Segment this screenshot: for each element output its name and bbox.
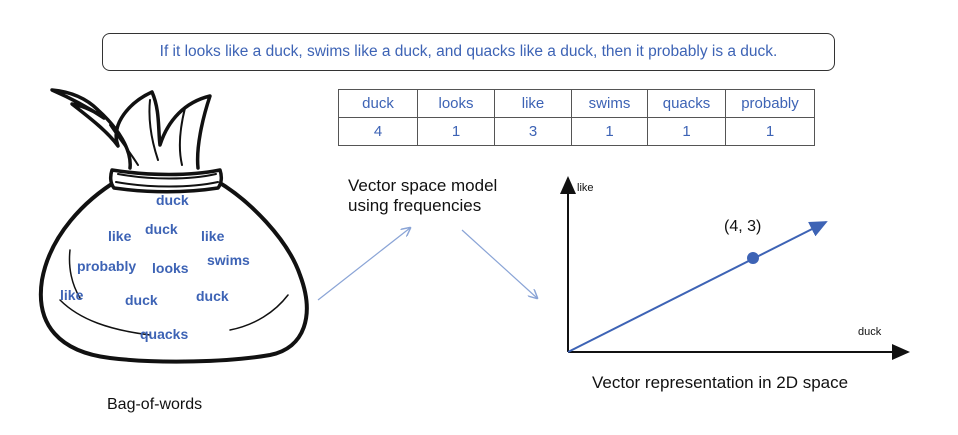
bag-label: Bag-of-words	[107, 396, 203, 413]
table-word: quacks	[647, 89, 726, 118]
bag-word: quacks	[140, 326, 189, 342]
table-count: 1	[417, 117, 495, 146]
y-axis-label: like	[577, 182, 594, 194]
table-count: 4	[338, 117, 418, 146]
bag-word: probably	[77, 258, 137, 274]
vector-point	[747, 252, 759, 264]
table-word: like	[494, 89, 572, 118]
table-word: duck	[338, 89, 418, 118]
vector-caption: Vector representation in 2D space	[592, 373, 849, 392]
bag-word: duck	[196, 288, 229, 304]
point-label: (4, 3)	[724, 218, 762, 235]
bag-word: like	[201, 228, 225, 244]
vector-arrow	[567, 221, 828, 353]
table-word: probably	[725, 89, 815, 118]
bag-word: looks	[152, 260, 189, 276]
bag-icon	[38, 88, 309, 364]
table-count-row: 4 1 3 1 1 1	[338, 117, 815, 146]
table-count: 3	[494, 117, 572, 146]
table-header-row: duck looks like swims quacks probably	[338, 89, 815, 118]
bag-word: swims	[207, 252, 250, 268]
sentence-box: If it looks like a duck, swims like a du…	[102, 33, 835, 71]
arrow-to-vector	[461, 229, 537, 298]
table-count: 1	[571, 117, 648, 146]
bag-word: duck	[125, 292, 158, 308]
frequency-table: duck looks like swims quacks probably 4 …	[338, 89, 815, 146]
arrow-to-model	[317, 228, 410, 301]
bag-word: duck	[156, 192, 189, 208]
table-word: looks	[417, 89, 495, 118]
sentence-text: If it looks like a duck, swims like a du…	[159, 43, 778, 60]
x-axis-label: duck	[858, 326, 882, 338]
bag-word: like	[60, 287, 84, 303]
bag-word: duck	[145, 221, 178, 237]
table-count: 1	[725, 117, 815, 146]
table-count: 1	[647, 117, 726, 146]
vector-model-label: Vector space model using frequencies	[348, 176, 498, 215]
bag-word: like	[108, 228, 132, 244]
